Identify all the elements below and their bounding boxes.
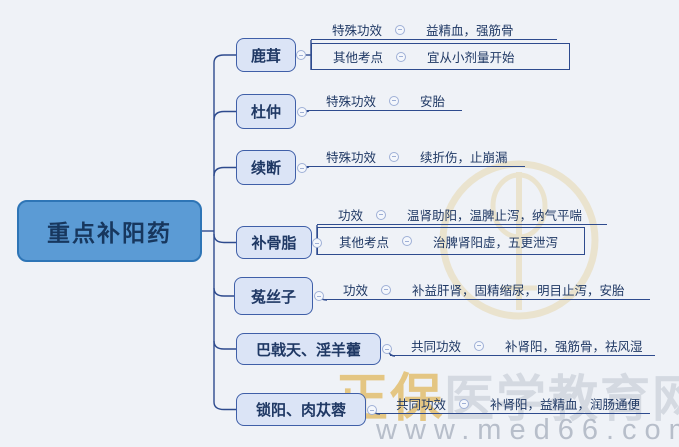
branch-node-suoyang-roucongrong[interactable]: 锁阳、肉苁蓉 (236, 393, 366, 426)
branch-node-label: 巴戟天、淫羊藿 (255, 341, 361, 359)
detail-row[interactable]: 共同功效 补肾阳，强筋骨，祛风湿 (390, 336, 655, 356)
detail-row[interactable]: 功效 补益肝肾，固精缩尿，明目止泻，安胎 (322, 280, 650, 300)
row-label: 功效 (343, 284, 369, 298)
detail-row[interactable]: 特殊功效 安胎 (305, 91, 462, 111)
branch-node-xuduan[interactable]: 续断 (236, 150, 296, 185)
detail-row[interactable]: 特殊功效 续折伤，止崩漏 (305, 147, 525, 167)
branch-node-duzhong[interactable]: 杜仲 (236, 94, 296, 129)
root-node[interactable]: 重点补阳药 (17, 200, 202, 262)
row-label: 其他考点 (339, 235, 390, 250)
branch-node-label: 鹿茸 (250, 47, 281, 65)
row-label: 共同功效 (396, 398, 447, 412)
collapse-icon[interactable] (297, 163, 307, 173)
branch-node-buguzhi[interactable]: 补骨脂 (236, 226, 312, 259)
branch-node-label: 续断 (250, 160, 281, 177)
collapse-icon[interactable] (314, 291, 324, 301)
collapse-icon[interactable] (402, 236, 413, 246)
branch-node-label: 锁阳、肉苁蓉 (255, 402, 346, 419)
collapse-icon[interactable] (312, 238, 322, 248)
row-value: 宜从小剂量开始 (427, 51, 515, 65)
row-label: 功效 (338, 209, 364, 223)
detail-row[interactable]: 其他考点 宜从小剂量开始 (311, 43, 570, 70)
branch-node-lurong[interactable]: 鹿茸 (236, 38, 296, 72)
row-value: 益精血，强筋骨 (426, 24, 514, 38)
collapse-icon[interactable] (389, 95, 400, 106)
branch-node-tusizi[interactable]: 菟丝子 (234, 277, 313, 315)
detail-row[interactable]: 共同功效 补肾阳，益精血，润肠通便 (375, 394, 650, 414)
row-value: 温肾助阳，温脾止泻，纳气平喘 (407, 209, 583, 223)
row-value: 补肾阳，强筋骨，祛风湿 (505, 340, 643, 354)
collapse-icon[interactable] (459, 398, 470, 409)
collapse-icon[interactable] (382, 344, 392, 354)
collapse-icon[interactable] (381, 284, 392, 295)
collapse-icon[interactable] (396, 51, 407, 62)
collapse-icon[interactable] (297, 107, 307, 117)
row-label: 特殊功效 (326, 95, 377, 109)
row-value: 补益肝肾，固精缩尿，明目止泻，安胎 (412, 284, 625, 298)
row-value: 续折伤，止崩漏 (420, 151, 508, 165)
root-node-label: 重点补阳药 (47, 220, 172, 246)
row-value: 治脾肾阳虚，五更泄泻 (433, 235, 559, 250)
detail-row[interactable]: 其他考点 治脾肾阳虚，五更泄泻 (317, 227, 585, 255)
row-label: 特殊功效 (332, 24, 383, 38)
branch-node-label: 杜仲 (250, 104, 281, 121)
branch-node-label: 菟丝子 (250, 288, 296, 306)
collapse-icon[interactable] (296, 50, 306, 60)
collapse-icon[interactable] (474, 340, 485, 351)
row-value: 补肾阳，益精血，润肠通便 (490, 398, 641, 412)
collapse-icon[interactable] (376, 209, 387, 220)
row-label: 特殊功效 (326, 151, 377, 165)
row-value: 安胎 (420, 95, 446, 109)
row-label: 共同功效 (411, 340, 462, 354)
detail-row[interactable]: 特殊功效 益精血，强筋骨 (311, 20, 557, 40)
collapse-icon[interactable] (395, 24, 406, 35)
branch-node-bajitian-yinyanghuo[interactable]: 巴戟天、淫羊藿 (236, 333, 381, 365)
collapse-icon[interactable] (367, 405, 377, 415)
collapse-icon[interactable] (389, 151, 400, 162)
detail-row[interactable]: 功效 温肾助阳，温脾止泻，纳气平喘 (317, 205, 607, 225)
row-label: 其他考点 (333, 51, 384, 65)
branch-node-label: 补骨脂 (251, 235, 297, 252)
